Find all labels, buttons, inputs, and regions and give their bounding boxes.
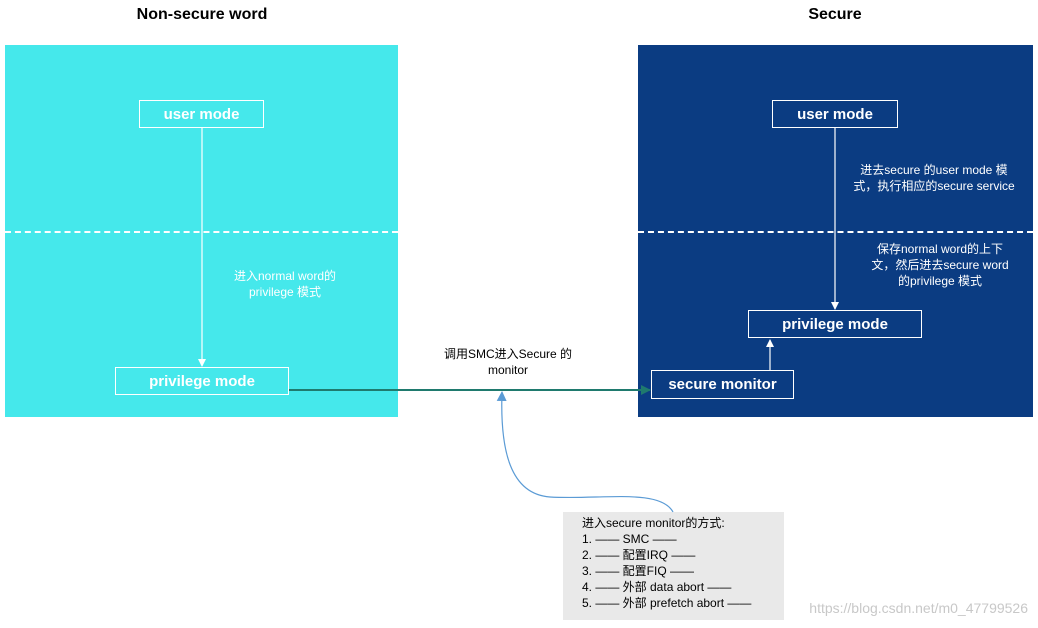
methods-title: 进入secure monitor的方式: xyxy=(582,516,725,530)
secure-title: Secure xyxy=(808,6,862,23)
smc-call-label: 调用SMC进入Secure 的 monitor xyxy=(418,346,598,378)
right-privilege-note: 保存normal word的上下 文，然后进去secure word 的priv… xyxy=(850,241,1030,289)
left-privilege-mode-box: privilege mode xyxy=(115,367,289,395)
right-top-note-line-2: 式，执行相应的secure service xyxy=(853,179,1015,193)
method-item: 1. —— SMC —— xyxy=(582,532,677,546)
left-note-line-2: privilege 模式 xyxy=(248,285,322,299)
smc-call-line-2: monitor xyxy=(487,363,528,377)
method-item: 3. —— 配置FIQ —— xyxy=(582,564,695,578)
non-secure-title: Non-secure word xyxy=(136,6,268,23)
right-user-mode-box: user mode xyxy=(772,100,898,128)
right-user-mode-note: 进去secure 的user mode 模 式，执行相应的secure serv… xyxy=(838,162,1030,194)
method-item: 4. —— 外部 data abort —— xyxy=(582,580,732,594)
smc-call-line-1: 调用SMC进入Secure 的 xyxy=(443,347,573,361)
right-mid-note-line-2: 文，然后进去secure word xyxy=(871,258,1009,272)
monitor-entry-methods-box: 进入secure monitor的方式: 1. —— SMC —— 2. —— … xyxy=(563,512,784,620)
methods-callout-arrow xyxy=(496,391,674,513)
right-mid-note-line-3: 的privilege 模式 xyxy=(897,274,983,288)
method-item: 5. —— 外部 prefetch abort —— xyxy=(582,596,752,610)
right-mid-note-line-1: 保存normal word的上下 xyxy=(876,242,1004,256)
method-item: 2. —— 配置IRQ —— xyxy=(582,548,696,562)
left-user-mode-box: user mode xyxy=(139,100,264,128)
right-privilege-mode-box: privilege mode xyxy=(748,310,922,338)
left-privilege-note: 进入normal word的 privilege 模式 xyxy=(195,268,375,300)
watermark: https://blog.csdn.net/m0_47799526 xyxy=(809,600,1028,616)
secure-monitor-box: secure monitor xyxy=(651,370,794,399)
left-note-line-1: 进入normal word的 xyxy=(233,269,337,283)
right-top-note-line-1: 进去secure 的user mode 模 xyxy=(860,163,1008,177)
